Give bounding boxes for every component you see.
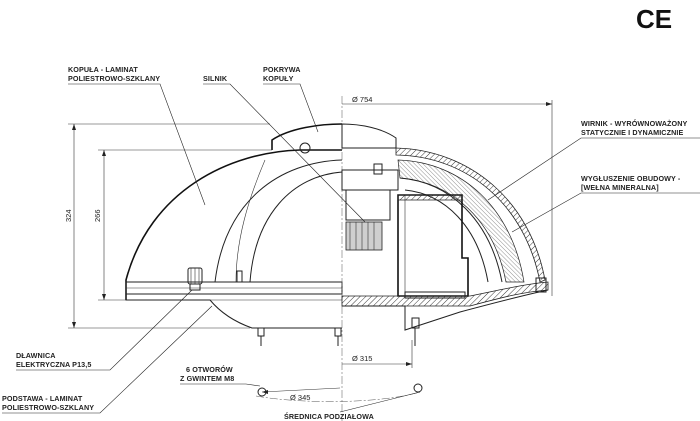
foot-bolt (411, 317, 420, 346)
svg-text:KOPUŁY: KOPUŁY (263, 74, 294, 83)
label-insulation: WYGŁUSZENIE OBUDOWY - [WEŁNA MINERALNA] (511, 174, 700, 233)
exterior-view (125, 123, 343, 346)
svg-text:POLIESTROWO-SZKLANY: POLIESTROWO-SZKLANY (68, 74, 160, 83)
pitch-diameter-label: Ø 345 (290, 393, 310, 402)
cover-section (341, 123, 397, 149)
svg-text:KOPUŁA - LAMINAT: KOPUŁA - LAMINAT (68, 65, 138, 74)
outer-diameter-label: Ø 754 (352, 95, 372, 104)
label-holes: 6 OTWORÓW Z GWINTEM M8 (180, 365, 246, 385)
outlet-diameter-dimension: Ø 315 (342, 340, 413, 368)
dome-inner-line-2 (249, 171, 343, 283)
svg-text:ELEKTRYCZNA P13,5: ELEKTRYCZNA P13,5 (16, 360, 91, 369)
cable-gland (187, 267, 203, 291)
ce-mark: CE (636, 4, 672, 34)
svg-text:SILNIK: SILNIK (203, 74, 228, 83)
dome-height-label: 266 (93, 209, 102, 222)
pitch-circle-dimension: Ø 345 (245, 383, 423, 413)
svg-text:POKRYWA: POKRYWA (263, 65, 301, 74)
side-fixing (535, 277, 547, 293)
label-pitch-circle: ŚREDNICA PODZIAŁOWA (284, 412, 374, 421)
cover-bolt (299, 142, 311, 154)
svg-text:PODSTAWA - LAMINAT: PODSTAWA - LAMINAT (2, 394, 83, 403)
label-base: PODSTAWA - LAMINAT POLIESTROWO-SZKLANY (2, 305, 213, 414)
total-height-dimension: 324 (64, 123, 270, 329)
svg-text:ŚREDNICA PODZIAŁOWA: ŚREDNICA PODZIAŁOWA (284, 412, 374, 421)
dome-outline (125, 149, 342, 300)
base-section (341, 281, 549, 307)
dome-cover (271, 123, 343, 150)
outer-diameter-dimension: Ø 754 (342, 95, 553, 296)
svg-text:DŁAWNICA: DŁAWNICA (16, 351, 56, 360)
insulation-layer (397, 159, 525, 283)
svg-text:STATYCZNIE I DYNAMICZNIE: STATYCZNIE I DYNAMICZNIE (581, 128, 683, 137)
svg-text:Z GWINTEM M8: Z GWINTEM M8 (180, 374, 234, 383)
svg-text:WIRNIK - WYRÓWNOWAŻONY: WIRNIK - WYRÓWNOWAŻONY (581, 119, 688, 128)
motor (341, 163, 399, 251)
dome-inner-line (214, 159, 343, 283)
label-dome: KOPUŁA - LAMINAT POLIESTROWO-SZKLANY (68, 65, 206, 206)
foot-bolt (334, 327, 342, 346)
section-view (341, 123, 549, 346)
svg-text:POLIESTROWO-SZKLANY: POLIESTROWO-SZKLANY (2, 403, 94, 412)
svg-text:[WEŁNA MINERALNA]: [WEŁNA MINERALNA] (581, 183, 659, 192)
svg-text:WYGŁUSZENIE OBUDOWY -: WYGŁUSZENIE OBUDOWY - (581, 174, 681, 183)
foot-bolt (257, 327, 265, 346)
dome-height-dimension: 266 (93, 149, 272, 301)
svg-text:6 OTWORÓW: 6 OTWORÓW (186, 365, 233, 374)
label-gland: DŁAWNICA ELEKTRYCZNA P13,5 (16, 289, 193, 371)
impeller (397, 194, 469, 299)
label-motor: SILNIK (203, 74, 366, 223)
label-cover: POKRYWA KOPUŁY (263, 65, 319, 133)
label-impeller: WIRNIK - WYRÓWNOWAŻONY STATYCZNIE I DYNA… (487, 119, 700, 201)
dome-shell (395, 147, 546, 283)
total-height-label: 324 (64, 209, 73, 222)
outlet-diameter-label: Ø 315 (352, 354, 372, 363)
